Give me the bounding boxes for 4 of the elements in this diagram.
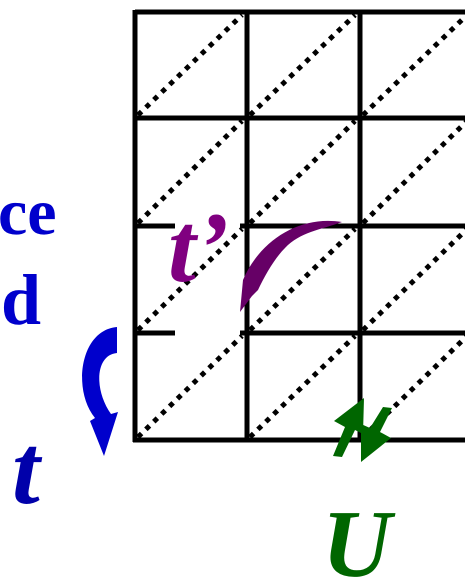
variable-label: t xyxy=(12,420,40,520)
variable-label: ce xyxy=(0,180,57,246)
variable-label: t’ xyxy=(168,198,230,298)
variable-label: d xyxy=(1,264,42,336)
